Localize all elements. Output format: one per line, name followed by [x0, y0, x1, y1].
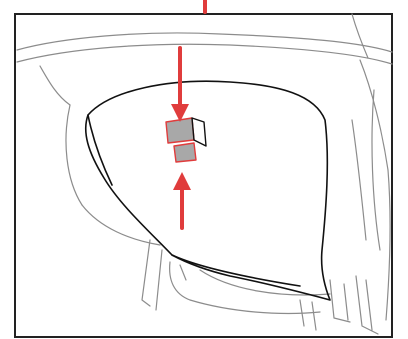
seat-shell-outline	[17, 14, 392, 320]
seat-cushion	[86, 81, 330, 300]
arrow-down	[171, 48, 189, 122]
figure-frame	[15, 14, 392, 337]
clip-part	[166, 118, 206, 162]
seat-frame-outline	[142, 240, 378, 334]
arrow-up	[173, 172, 191, 228]
